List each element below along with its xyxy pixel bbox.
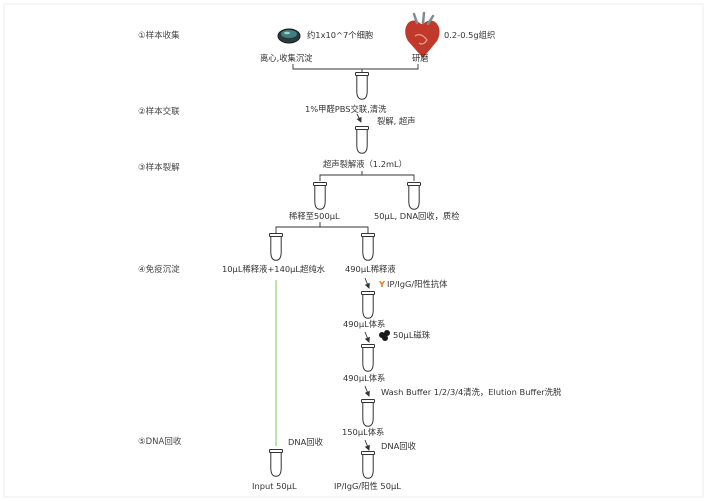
ip-dilution-label: 490μL稀释液: [345, 264, 396, 274]
dilute-label: 稀释至500μL: [289, 211, 340, 221]
system3-label: 150μL体系: [342, 427, 384, 437]
ip-split-connector: [275, 226, 369, 233]
petri-dish-icon: [277, 28, 301, 44]
crosslink-arrow: [356, 113, 362, 123]
step-5-label: ⑤DNA回收: [138, 436, 182, 447]
tube-input: [269, 233, 283, 261]
dna-recovery-left-label: DNA回收: [288, 437, 323, 447]
antibody-label: IP/IgG/阳性抗体: [387, 279, 448, 289]
step-4-label: ④免疫沉淀: [138, 264, 180, 275]
beads-arrow: [364, 331, 370, 343]
input-final-label: Input 50μL: [252, 481, 297, 491]
step-1-label: ①样本收集: [138, 30, 180, 41]
tissue-label: 0.2-0.5g组织: [444, 30, 495, 40]
tube-ip-1: [361, 233, 375, 261]
grind-label: 研磨: [412, 53, 429, 63]
magnetic-beads-icon: [379, 330, 390, 341]
wash-arrow: [364, 385, 370, 397]
system2-label: 490μL体系: [343, 373, 385, 383]
frame: [3, 3, 704, 498]
antibody-icon: Y: [378, 279, 386, 289]
tube-qc: [407, 182, 421, 210]
step-2-label: ②样本交联: [138, 106, 180, 117]
centrifuge-label: 离心,收集沉淀: [260, 53, 313, 63]
lysis-label: 裂解, 超声: [377, 116, 415, 126]
antibody-arrow: [364, 277, 370, 289]
tube-ip-2: [361, 291, 375, 319]
tube-ip-4: [361, 399, 375, 427]
system1-label: 490μL体系: [343, 319, 385, 329]
tube-ip-3: [361, 344, 375, 372]
tube-lysis: [355, 126, 369, 154]
ip-final-label: IP/IgG/阳性 50μL: [334, 481, 401, 491]
dna-arrow: [364, 439, 370, 451]
tube-lime: [313, 182, 327, 210]
step-3-label: ③样本裂解: [138, 162, 180, 173]
cells-label: 约1x10^7个细胞: [307, 30, 373, 40]
split-connector: [319, 174, 415, 181]
heart-tissue-icon: [405, 11, 440, 59]
tube-input-final: [269, 449, 283, 477]
input-dilution-label: 10μL稀释液+140μL超纯水: [222, 264, 326, 274]
tube-ip-final: [361, 451, 375, 479]
dna-recovery-right-label: DNA回收: [381, 441, 416, 451]
qc-label: 50μL, DNA回收，质检: [374, 211, 460, 221]
beads-label: 50μL磁珠: [393, 330, 431, 340]
collect-connector: [292, 64, 419, 70]
tube-collected: [355, 72, 369, 100]
wash-label: Wash Buffer 1/2/3/4清洗，Elution Buffer洗脱: [381, 387, 562, 397]
sonication-buffer-label: 超声裂解液（1.2mL）: [323, 159, 407, 169]
crosslink-label: 1%甲醛PBS交联,清洗: [305, 104, 387, 114]
